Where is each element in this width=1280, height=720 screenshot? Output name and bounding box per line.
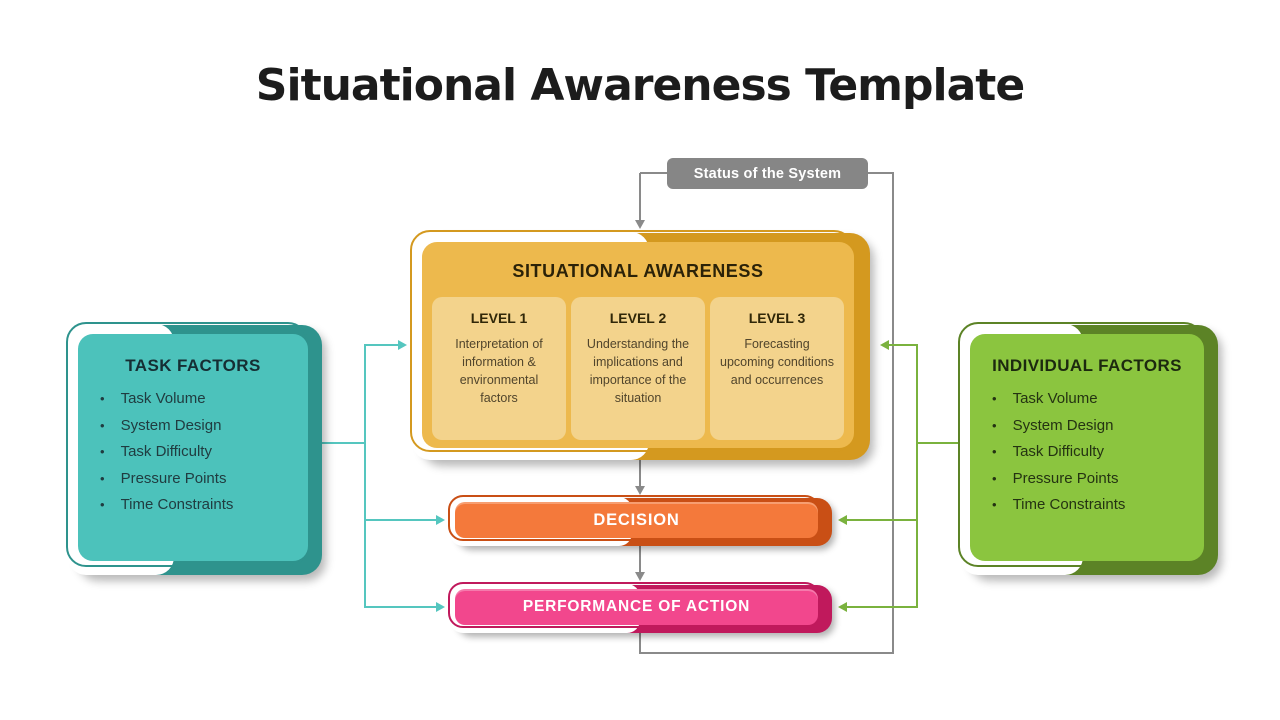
- connector-individual-out: [916, 442, 958, 444]
- bullet-dot: •: [992, 497, 997, 512]
- list-item: • System Design: [100, 417, 308, 444]
- bullet-dot: •: [992, 470, 997, 486]
- bullet-dot: •: [100, 444, 105, 459]
- list-item-label: Pressure Points: [120, 469, 227, 487]
- list-item: • Task Difficulty: [992, 443, 1204, 470]
- bullet-dot: •: [992, 444, 997, 459]
- connector-individual-to-decision: [847, 519, 918, 521]
- list-item-label: Task Difficulty: [120, 443, 212, 460]
- connector-individual-vertical: [916, 344, 918, 608]
- individual-factors-card[interactable]: INDIVIDUAL FACTORS • Task Volume • System …: [958, 322, 1218, 575]
- connector-task-to-awareness: [364, 344, 399, 346]
- list-item-label: Task Difficulty: [1012, 443, 1104, 460]
- status-badge-label: Status of the System: [693, 165, 842, 182]
- connector-badge-right: [868, 172, 894, 174]
- individual-factors-title: INDIVIDUAL FACTORS: [992, 356, 1182, 375]
- awareness-fill: SITUATIONAL AWARENESS LEVEL 1 Interpreta…: [422, 242, 854, 448]
- connector-badge-left: [640, 172, 667, 174]
- level-title: LEVEL 3: [748, 310, 806, 326]
- bullet-dot: •: [992, 391, 997, 406]
- list-item: • Task Volume: [992, 390, 1204, 417]
- list-item-label: System Design: [1012, 416, 1114, 434]
- individual-fill: INDIVIDUAL FACTORS • Task Volume • System …: [970, 334, 1204, 561]
- level-1-card[interactable]: LEVEL 1 Interpretation of information & …: [432, 297, 566, 440]
- list-item: • Time Constraints: [992, 496, 1204, 523]
- task-fill: TASK FACTORS • Task Volume • System Design…: [78, 334, 308, 561]
- level-text: Forecasting upcoming conditions and occu…: [720, 337, 834, 388]
- decision-label: DECISION: [593, 510, 680, 529]
- connector-task-to-performance: [364, 606, 437, 608]
- level-title: LEVEL 1: [470, 310, 528, 326]
- bullet-dot: •: [100, 470, 105, 486]
- level-3-card[interactable]: LEVEL 3 Forecasting upcoming conditions …: [710, 297, 844, 440]
- arrowhead-task-decision: [436, 515, 445, 525]
- levels-row: LEVEL 1 Interpretation of information & …: [432, 297, 844, 440]
- connector-loop-right: [892, 173, 894, 654]
- level-title: LEVEL 2: [609, 310, 667, 326]
- bullet-dot: •: [100, 497, 105, 512]
- performance-fill: PERFORMANCE OF ACTION: [455, 589, 818, 625]
- awareness-title: SITUATIONAL AWARENESS: [512, 261, 764, 281]
- level-2-card[interactable]: LEVEL 2 Understanding the implications a…: [571, 297, 705, 440]
- arrowhead-into-awareness: [635, 220, 645, 229]
- connector-loop-bottom: [639, 652, 894, 654]
- list-item: • Task Difficulty: [100, 443, 308, 470]
- arrowhead-individual-decision: [838, 515, 847, 525]
- performance-pill[interactable]: PERFORMANCE OF ACTION: [448, 582, 832, 633]
- connector-badge-left-down: [639, 173, 641, 221]
- connector-individual-to-performance: [847, 606, 918, 608]
- list-item-label: Time Constraints: [1012, 496, 1126, 513]
- performance-label: PERFORMANCE OF ACTION: [522, 598, 751, 615]
- performance-ring: [448, 582, 820, 628]
- connector-awareness-decision: [639, 459, 641, 487]
- connector-performance-down: [639, 631, 641, 652]
- arrowhead-individual-awareness: [880, 340, 889, 350]
- arrowhead-task-awareness: [398, 340, 407, 350]
- individual-factors-list: • Task Volume • System Design • Task Diffic…: [970, 390, 1204, 523]
- list-item-label: Pressure Points: [1012, 469, 1119, 487]
- list-item: • Task Volume: [100, 390, 308, 417]
- task-factors-card[interactable]: TASK FACTORS • Task Volume • System Design…: [66, 322, 322, 575]
- list-item-label: Time Constraints: [120, 496, 234, 513]
- list-item-label: Task Volume: [120, 390, 206, 407]
- arrowhead-into-decision: [635, 486, 645, 495]
- decision-fill: DECISION: [455, 502, 818, 538]
- list-item: • System Design: [992, 417, 1204, 444]
- arrowhead-into-performance: [635, 572, 645, 581]
- bullet-dot: •: [100, 391, 105, 406]
- bullet-dot: •: [100, 417, 105, 433]
- page-title: Situational Awareness Template: [255, 60, 1025, 111]
- connector-task-out: [322, 442, 365, 444]
- level-text: Interpretation of information & environm…: [455, 337, 543, 406]
- list-item: • Pressure Points: [100, 470, 308, 497]
- task-factors-list: • Task Volume • System Design • Task Diffic…: [78, 390, 308, 523]
- decision-pill[interactable]: DECISION: [448, 495, 832, 546]
- list-item-label: Task Volume: [1012, 390, 1098, 407]
- status-badge[interactable]: Status of the System: [667, 158, 868, 189]
- task-factors-title: TASK FACTORS: [125, 356, 261, 375]
- arrowhead-individual-performance: [838, 602, 847, 612]
- list-item-label: System Design: [120, 416, 222, 434]
- connector-decision-performance: [639, 545, 641, 573]
- list-item: • Pressure Points: [992, 470, 1204, 497]
- connector-task-to-decision: [364, 519, 437, 521]
- arrowhead-task-performance: [436, 602, 445, 612]
- connector-task-vertical: [364, 344, 366, 608]
- decision-ring: [448, 495, 820, 541]
- list-item: • Time Constraints: [100, 496, 308, 523]
- situational-awareness-card[interactable]: SITUATIONAL AWARENESS LEVEL 1 Interpreta…: [410, 230, 870, 460]
- connector-individual-to-awareness: [889, 344, 918, 346]
- level-text: Understanding the implications and impor…: [586, 337, 690, 406]
- bullet-dot: •: [992, 417, 997, 433]
